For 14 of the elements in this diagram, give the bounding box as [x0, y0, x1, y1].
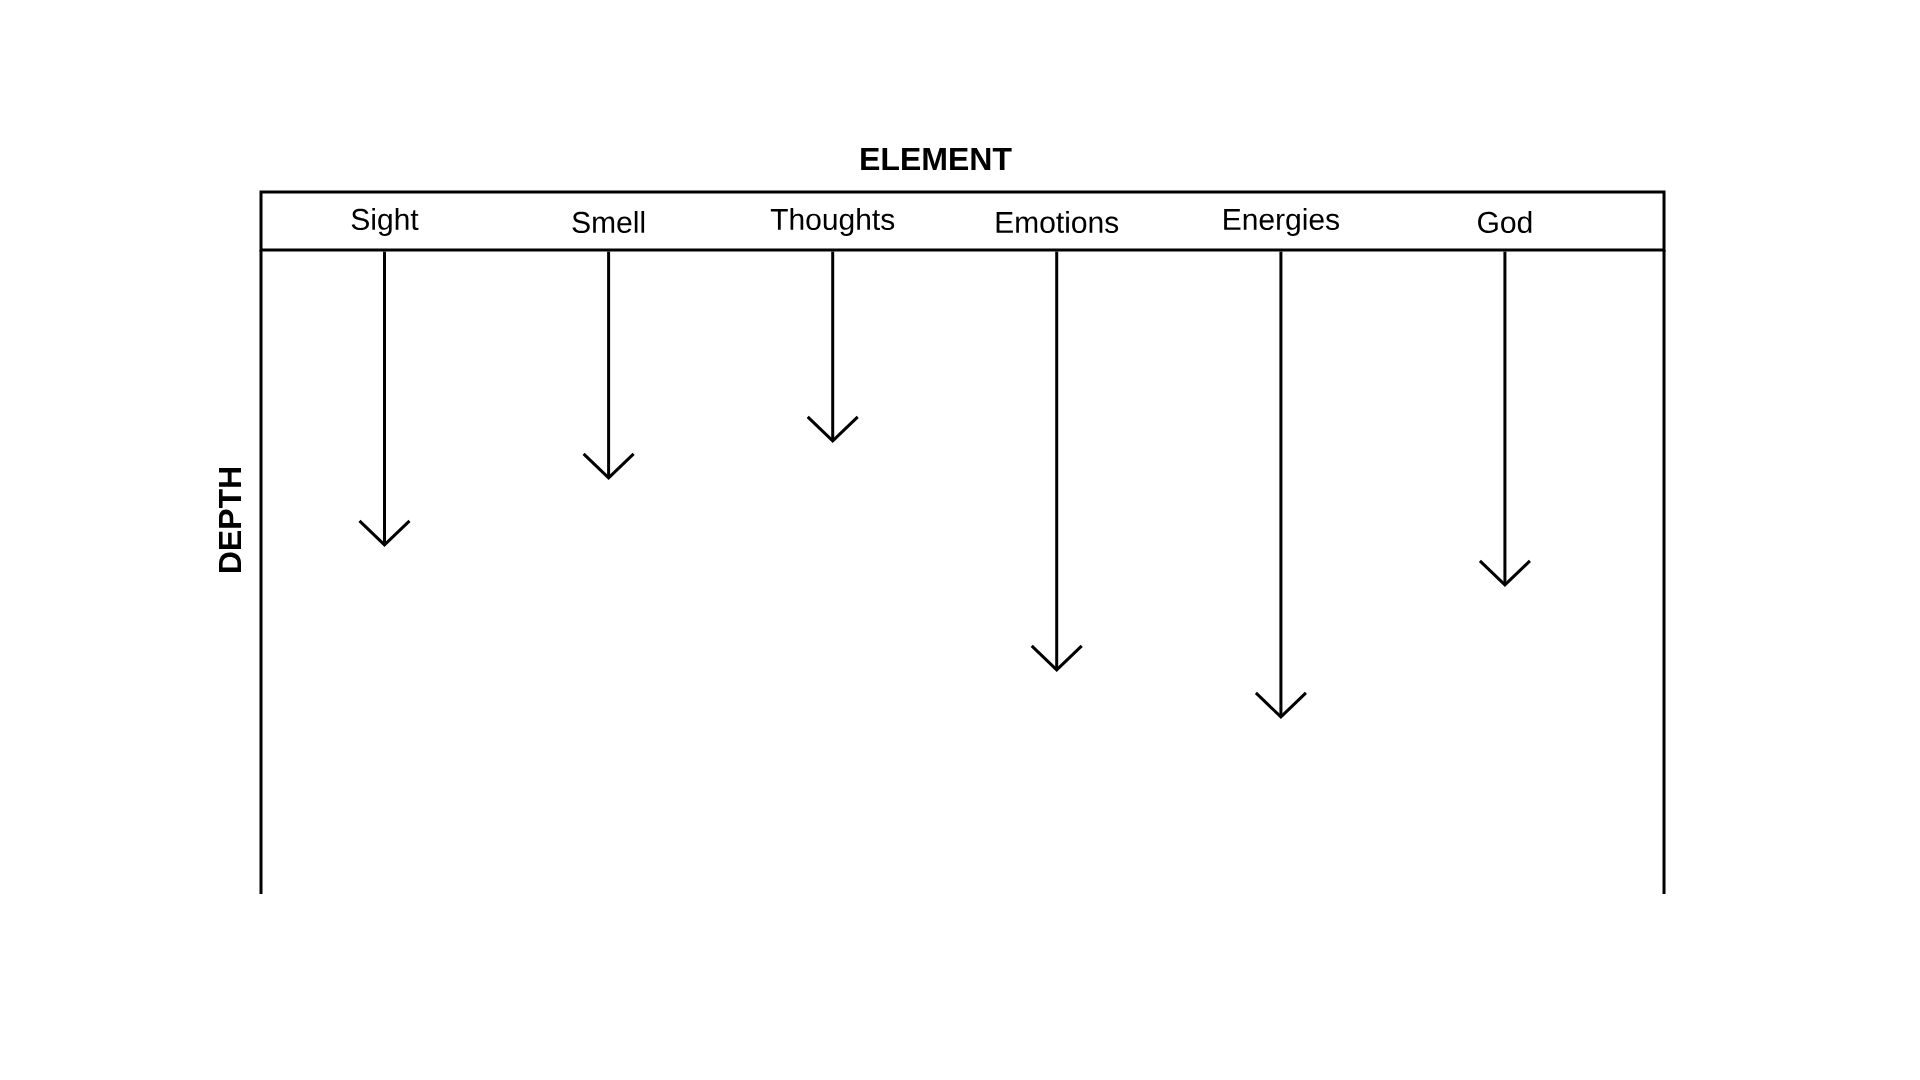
arrow	[1254, 251, 1307, 719]
axis-title: ELEMENT	[861, 148, 1012, 170]
column-label: Energies	[1224, 208, 1339, 236]
column-label: Sight	[351, 208, 419, 236]
column-label: Smell	[572, 211, 645, 234]
column-label: Thoughts	[770, 208, 895, 236]
column-label: God	[1478, 211, 1532, 234]
column-label: Emotions	[996, 211, 1119, 234]
arrow	[1030, 251, 1083, 672]
arrow	[806, 251, 859, 443]
arrow	[582, 251, 635, 480]
arrow	[358, 251, 411, 547]
axis-title: DEPTH	[219, 467, 241, 573]
arrow	[1478, 251, 1531, 587]
